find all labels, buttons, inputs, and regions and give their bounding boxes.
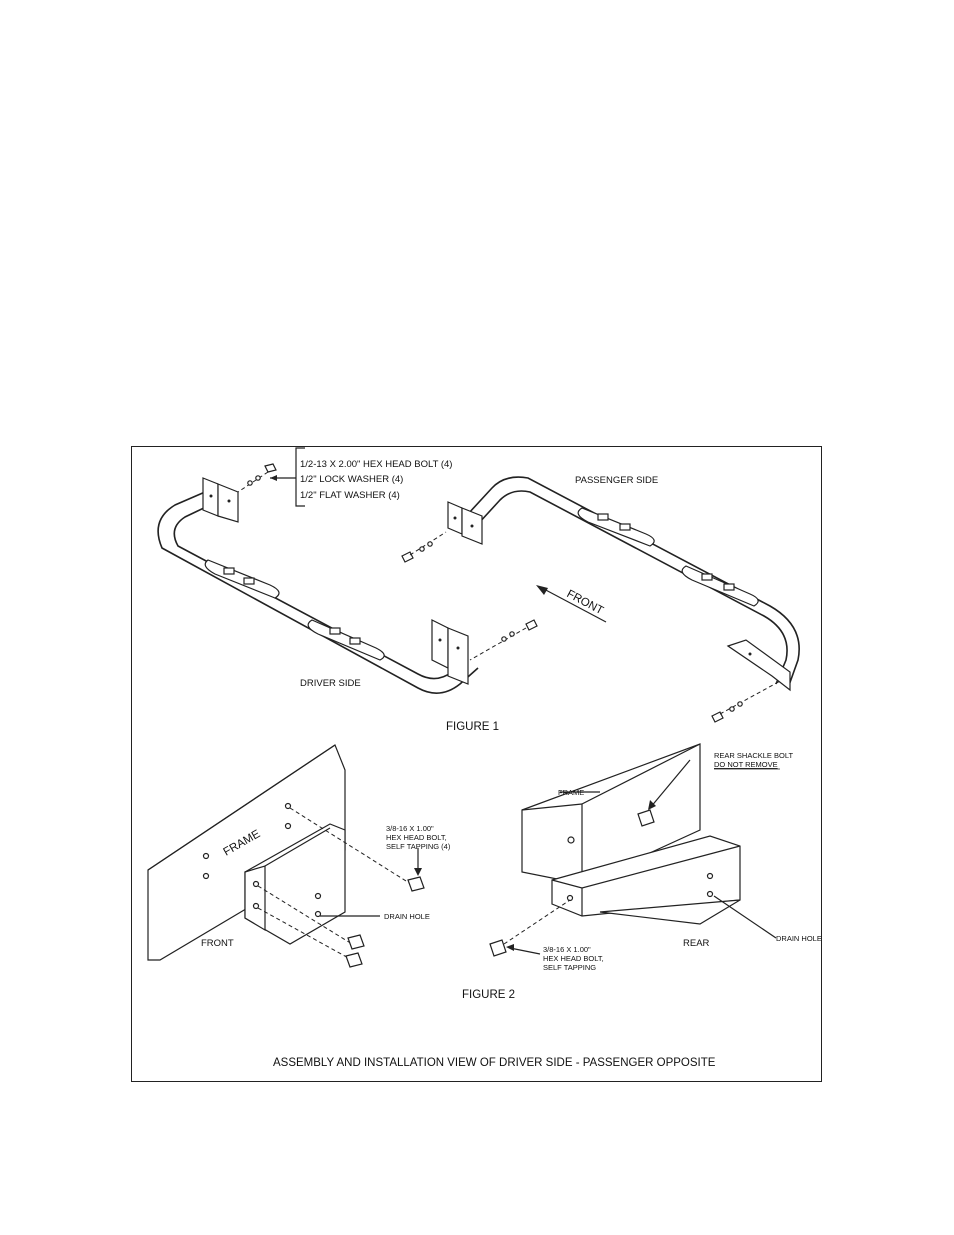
driver-front-bracket (202, 477, 239, 523)
hex-bolt-icon (525, 619, 538, 631)
rear-label: REAR (683, 938, 710, 949)
hex-bolt-icon (347, 934, 365, 950)
front-drain-label: DRAIN HOLE (384, 912, 430, 921)
passenger-side-step-tube (467, 476, 800, 689)
figure1-caption: FIGURE 1 (446, 721, 499, 733)
passenger-step-pad-2 (681, 565, 759, 607)
rear-drain-label: DRAIN HOLE (776, 934, 822, 943)
rear-frame-rail (521, 743, 701, 885)
rear-bolt-spec-1: 3/8-16 X 1.00" (543, 945, 591, 954)
hardware-item-bolt: 1/2-13 X 2.00" HEX HEAD BOLT (4) (300, 459, 452, 470)
hardware-callout-bracket (270, 447, 305, 507)
front-label: FRONT (201, 938, 234, 949)
figure-frame (131, 446, 822, 1082)
rear-bolt-spec-2: HEX HEAD BOLT, (543, 954, 604, 963)
driver-side-label: DRIVER SIDE (300, 678, 361, 689)
driver-side-step-tube (157, 491, 479, 694)
front-direction-arrow (536, 585, 607, 623)
front-bolt-spec-2: HEX HEAD BOLT, (386, 833, 447, 842)
driver-rear-bracket (431, 619, 469, 685)
passenger-front-bracket (447, 501, 483, 545)
driver-step-pad-2 (307, 619, 385, 661)
figure2-caption: FIGURE 2 (462, 989, 515, 1001)
hardware-item-lock-washer: 1/2" LOCK WASHER (4) (300, 474, 403, 485)
hex-bolt-icon (489, 939, 507, 957)
rear-frame-label: FRAME (558, 788, 584, 797)
front-bolts (257, 807, 425, 968)
hex-bolt-icon (637, 809, 655, 827)
hardware-item-flat-washer: 1/2" FLAT WASHER (4) (300, 490, 400, 501)
front-bolt-spec-1: 3/8-16 X 1.00" (386, 824, 434, 833)
passenger-rear-bracket (726, 639, 791, 692)
hardware-bolts (237, 463, 783, 723)
passenger-step-pad-1 (577, 507, 655, 547)
rear-shackle-note-1: REAR SHACKLE BOLT (714, 751, 793, 760)
hex-bolt-icon (711, 711, 724, 723)
front-bolt-spec-3: SELF TAPPING (4) (386, 842, 451, 851)
hex-bolt-icon (345, 952, 363, 968)
front-mounting-bracket (244, 823, 346, 945)
rear-bolts (489, 759, 777, 957)
rear-shackle-note-2: DO NOT REMOVE (714, 760, 778, 769)
passenger-side-label: PASSENGER SIDE (575, 475, 658, 486)
hex-bolt-icon (264, 463, 277, 473)
rear-mounting-bracket (551, 835, 741, 925)
hex-bolt-icon (401, 551, 414, 563)
hex-bolt-icon (407, 876, 425, 892)
rear-bolt-spec-3: SELF TAPPING (543, 963, 596, 972)
footer-caption: ASSEMBLY AND INSTALLATION VIEW OF DRIVER… (273, 1057, 716, 1069)
